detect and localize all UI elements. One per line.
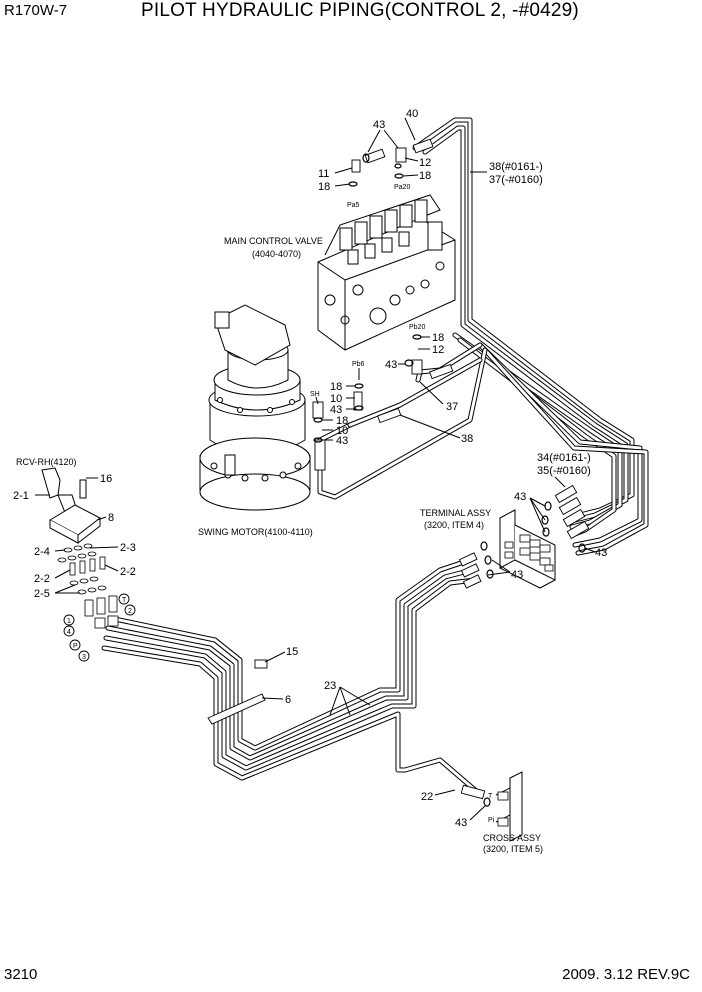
cross-assy-ref: (3200, ITEM 5) (483, 844, 543, 854)
port-number-3: 3 (82, 654, 86, 661)
o-rings (313, 153, 586, 807)
page-number: 3210 (4, 966, 38, 983)
callout-23: 23 (324, 680, 336, 692)
callout-2-5: 2-5 (34, 588, 50, 600)
callout-2-4: 2-4 (34, 546, 50, 558)
callout-18: 18 (336, 415, 348, 427)
callout-35: 35(-#0160) (537, 465, 591, 477)
model-number: R170W-7 (4, 2, 68, 19)
rcv-joystick (41, 467, 119, 629)
port-number-4: 4 (67, 629, 71, 636)
port-label-pa20: Pa20 (394, 184, 410, 191)
callout-37: 37(-#0160) (489, 174, 543, 186)
port-circles (63, 593, 136, 662)
main-control-valve-ref: (4040-4070) (252, 249, 301, 259)
terminal-assy-label: TERMINAL ASSY (420, 508, 491, 518)
callout-43: 43 (330, 404, 342, 416)
pipe-bundle-lower (101, 557, 478, 793)
callout-6: 6 (285, 694, 291, 706)
callout-37: 37 (446, 401, 458, 413)
swing-motor-label: SWING MOTOR(4100-4110) (198, 527, 313, 537)
callout-10: 10 (336, 425, 348, 437)
page-title: PILOT HYDRAULIC PIPING(CONTROL 2, -#0429… (141, 0, 579, 21)
callout-34: 34(#0161-) (537, 452, 591, 464)
callout-43: 43 (455, 817, 467, 829)
callout-8: 8 (108, 512, 114, 524)
callout-43: 43 (373, 119, 385, 131)
cross-assy (495, 771, 523, 842)
swing-motor (199, 304, 311, 511)
port-label-t: T (488, 793, 493, 800)
main-control-valve-label: MAIN CONTROL VALVE (224, 236, 323, 246)
port-label-pa5: Pa5 (347, 202, 360, 209)
callout-22: 22 (421, 791, 433, 803)
callout-18: 18 (432, 332, 444, 344)
port-label-pi: Pi (488, 817, 495, 824)
callout-16: 16 (100, 473, 112, 485)
callout-12: 12 (432, 344, 444, 356)
callout-40: 40 (406, 108, 418, 120)
callout-2-3: 2-3 (120, 542, 136, 554)
port-letter-p: P (73, 643, 78, 650)
callout-2-2: 2-2 (34, 573, 50, 585)
callout-12: 12 (419, 157, 431, 169)
terminal-assy-ref: (3200, ITEM 4) (424, 520, 484, 530)
callout-10: 10 (330, 393, 342, 405)
port-number-2: 2 (128, 608, 132, 615)
leader-lines (35, 117, 596, 821)
main-control-valve (317, 194, 456, 351)
diagram-labels: 40 43 11 18 12 18 Pa20 Pa5 38(#0161-) 37… (13, 108, 607, 854)
port-letter-t: T (122, 597, 127, 604)
cross-assy-label: CROSS ASSY (483, 833, 541, 843)
callout-43: 43 (336, 435, 348, 447)
port-label-pb20: Pb20 (409, 324, 425, 331)
port-label-sh: SH (310, 391, 320, 398)
callout-38: 38(#0161-) (489, 161, 543, 173)
callout-38: 38 (461, 433, 473, 445)
callout-43: 43 (595, 547, 607, 559)
callout-11: 11 (318, 168, 329, 180)
callout-43: 43 (514, 491, 526, 503)
port-number-1: 1 (67, 618, 71, 625)
callout-18: 18 (419, 170, 431, 182)
callout-18: 18 (318, 181, 330, 193)
port-label-pb6: Pb6 (352, 361, 365, 368)
callout-43: 43 (511, 569, 523, 581)
rcv-label: RCV-RH(4120) (16, 457, 77, 467)
callout-2-2: 2-2 (120, 566, 136, 578)
callout-43: 43 (385, 359, 397, 371)
terminal-assy (499, 509, 556, 589)
revision-date: 2009. 3.12 REV.9C (562, 966, 690, 983)
callout-15: 15 (286, 646, 298, 658)
fittings (207, 138, 590, 800)
callout-2-1: 2-1 (13, 490, 29, 502)
callout-18: 18 (330, 381, 342, 393)
